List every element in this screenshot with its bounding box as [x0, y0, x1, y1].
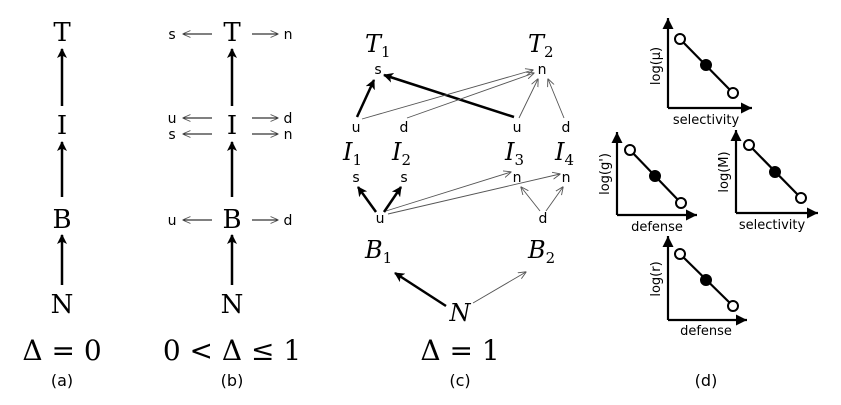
- node-n: N: [221, 290, 244, 320]
- label-b: (b): [221, 371, 244, 390]
- node-b: B: [222, 205, 241, 235]
- t1-tag: s: [374, 62, 381, 78]
- edge-b1u-i1s: [356, 186, 378, 213]
- point-open-high: [727, 300, 739, 312]
- y-axis-label: log(M): [717, 151, 732, 192]
- edge-b1u-i2s: [382, 186, 403, 213]
- edge-i3u-t1s: [383, 73, 515, 119]
- label-a: (a): [51, 371, 73, 390]
- point-filled: [700, 274, 712, 286]
- node-t2: T2: [528, 30, 554, 61]
- node-b2: B2: [527, 236, 555, 267]
- node-i: I: [57, 111, 67, 141]
- i2-bot-tag: s: [400, 170, 407, 186]
- condition-b: 0 < Δ ≤ 1: [163, 334, 301, 367]
- node-i1: I1: [342, 138, 362, 169]
- plot-log-g: log(g') defense: [598, 132, 697, 235]
- edge-n-b2: [472, 272, 526, 304]
- edge-i3u-t2n: [518, 79, 538, 119]
- edge-i1u-t2n: [361, 70, 533, 120]
- node-i3: I3: [504, 138, 524, 169]
- point-open-high: [727, 87, 739, 99]
- plot-log-m: log(M) selectivity: [717, 130, 818, 233]
- point-filled: [700, 59, 712, 71]
- condition-c: Δ = 1: [420, 334, 499, 367]
- point-open-low: [674, 248, 686, 260]
- panel-b: T I B N s n u d s n u d 0 < Δ ≤ 1 (b): [163, 18, 301, 390]
- edge-b1u-i4n: [387, 174, 560, 215]
- point-open-low: [743, 139, 755, 151]
- condition-a: Δ = 0: [22, 334, 101, 367]
- node-i: I: [227, 111, 237, 141]
- point-filled: [769, 166, 781, 178]
- node-t1: T1: [365, 30, 391, 61]
- i1-bot-tag: s: [352, 170, 359, 186]
- plot-log-r: log(r) defense: [649, 236, 747, 339]
- edge-n-b1: [394, 271, 447, 308]
- label-c: (c): [449, 371, 470, 390]
- node-n: N: [449, 299, 472, 327]
- edge-b1u-i3n: [385, 172, 511, 212]
- node-i4: I4: [554, 138, 574, 169]
- i4-bot-tag: n: [562, 170, 571, 186]
- point-filled: [649, 170, 661, 182]
- y-axis-label: log(μ): [649, 47, 664, 85]
- plot-log-mu: log(μ) selectivity: [649, 18, 752, 128]
- i3-bot-tag: n: [513, 170, 522, 186]
- label-d: (d): [695, 371, 718, 390]
- i-left-tag-2: s: [168, 127, 175, 143]
- i-left-tag-1: u: [168, 111, 177, 127]
- i-right-tag-1: d: [284, 111, 293, 127]
- b1-tag: u: [376, 211, 385, 227]
- t-right-tag: n: [284, 27, 293, 43]
- edge-i1u-t1s: [355, 79, 376, 118]
- point-open-high: [795, 192, 807, 204]
- y-axis-label: log(g'): [598, 153, 613, 195]
- i1-top-tag: u: [352, 120, 361, 136]
- t-left-tag: s: [168, 27, 175, 43]
- panel-a: T I B N Δ = 0 (a): [22, 18, 101, 390]
- panel-d: log(μ) selectivity log(g') defense log(M…: [598, 18, 818, 390]
- edge-i2d-t2n: [406, 73, 534, 119]
- t2-tag: n: [538, 62, 547, 78]
- node-b1: B1: [364, 236, 392, 267]
- b-left-tag: u: [168, 213, 177, 229]
- b2-tag: d: [539, 211, 548, 227]
- b-right-tag: d: [284, 213, 293, 229]
- point-open-low: [624, 144, 636, 156]
- i2-top-tag: d: [400, 120, 409, 136]
- i-right-tag-2: n: [284, 127, 293, 143]
- x-axis-label: selectivity: [739, 218, 806, 233]
- x-axis-label: defense: [680, 324, 732, 339]
- panel-c: T1 T2 s n u d u d I1 I2 I3 I4 s s n n u …: [342, 30, 574, 390]
- node-t: T: [223, 18, 241, 48]
- x-axis-label: defense: [631, 220, 683, 235]
- y-axis-label: log(r): [649, 261, 664, 296]
- node-n: N: [51, 290, 74, 320]
- edge-b2d-i4n: [545, 187, 563, 212]
- x-axis-label: selectivity: [673, 113, 740, 128]
- edge-b2d-i3n: [521, 187, 541, 212]
- node-i2: I2: [391, 138, 411, 169]
- edge-i4d-t2n: [548, 79, 565, 119]
- point-open-high: [675, 197, 687, 209]
- node-b: B: [52, 205, 71, 235]
- node-t: T: [53, 18, 71, 48]
- i4-top-tag: d: [562, 120, 571, 136]
- point-open-low: [674, 33, 686, 45]
- i3-top-tag: u: [513, 120, 522, 136]
